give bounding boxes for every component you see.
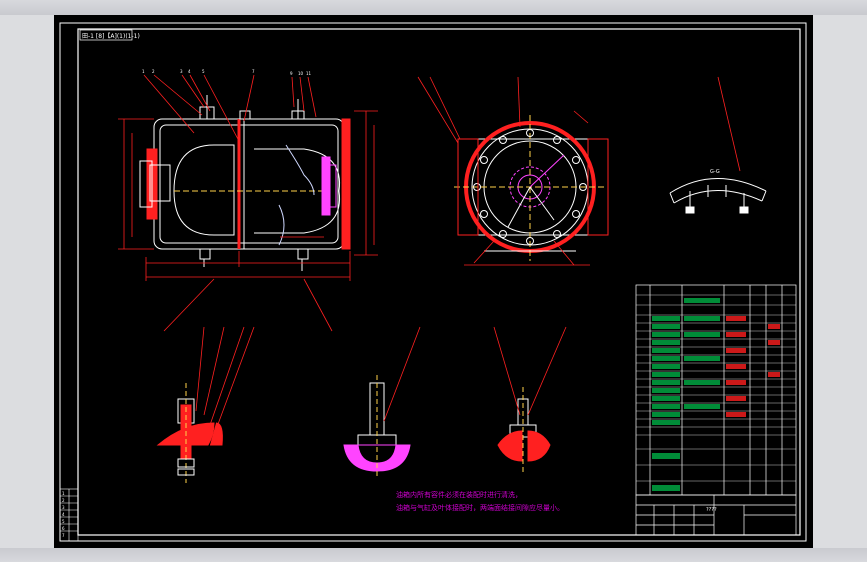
detail-c xyxy=(497,387,551,475)
section-label: G-G xyxy=(710,169,720,175)
note-1: 油箱内所有容件必须在装配时进行清洗， xyxy=(396,490,522,499)
svg-text:1: 1 xyxy=(142,69,145,74)
svg-text:2: 2 xyxy=(152,69,155,74)
drawing-sheet: 田-1 [8]【A](1)(1-1) xyxy=(59,22,807,542)
revision-column xyxy=(59,488,79,542)
svg-text:5: 5 xyxy=(202,69,205,74)
title-tag-box xyxy=(79,29,133,41)
sheet-mark: 2 xyxy=(62,498,65,503)
window-bottom-bar xyxy=(0,548,867,562)
section-g-g xyxy=(669,178,767,214)
cad-drawing-canvas[interactable]: 田-1 [8]【A](1)(1-1) xyxy=(54,15,813,548)
sheet-mark: 6 xyxy=(62,526,65,531)
section-leader xyxy=(717,76,741,172)
detail-b xyxy=(343,375,411,479)
svg-text:9: 9 xyxy=(290,71,293,76)
svg-text:11: 11 xyxy=(306,71,312,76)
sheet-mark: 4 xyxy=(62,512,65,517)
detail-c-leaders xyxy=(493,326,567,416)
title-tag: 田-1 [8]【A](1)(1-1) xyxy=(82,33,140,40)
sheet-mark: 3 xyxy=(62,505,65,510)
sheet-mark: 1 xyxy=(62,491,65,496)
title-block-code: ???? xyxy=(706,507,717,513)
detail-a-leaders xyxy=(195,326,255,436)
detail-b-leader xyxy=(383,326,421,422)
front-view-dimensions xyxy=(118,74,378,332)
side-view xyxy=(454,115,609,261)
window-top-bar xyxy=(0,0,867,15)
note-2: 油箱与气缸及叶体接配时，两端面结接间隙应尽量小。 xyxy=(396,503,564,512)
sheet-border-inner xyxy=(77,28,801,536)
svg-text:4: 4 xyxy=(188,69,191,74)
detail-a xyxy=(156,383,223,483)
title-block xyxy=(635,494,797,536)
svg-text:10: 10 xyxy=(298,71,304,76)
front-view xyxy=(139,95,351,271)
sheet-border-outer xyxy=(59,22,807,542)
sheet-mark: 5 xyxy=(62,519,65,524)
sheet-mark: 7 xyxy=(62,533,65,538)
svg-text:3: 3 xyxy=(180,69,183,74)
side-view-leaders xyxy=(417,76,590,266)
bom-table xyxy=(635,284,797,496)
svg-text:7: 7 xyxy=(252,69,255,74)
